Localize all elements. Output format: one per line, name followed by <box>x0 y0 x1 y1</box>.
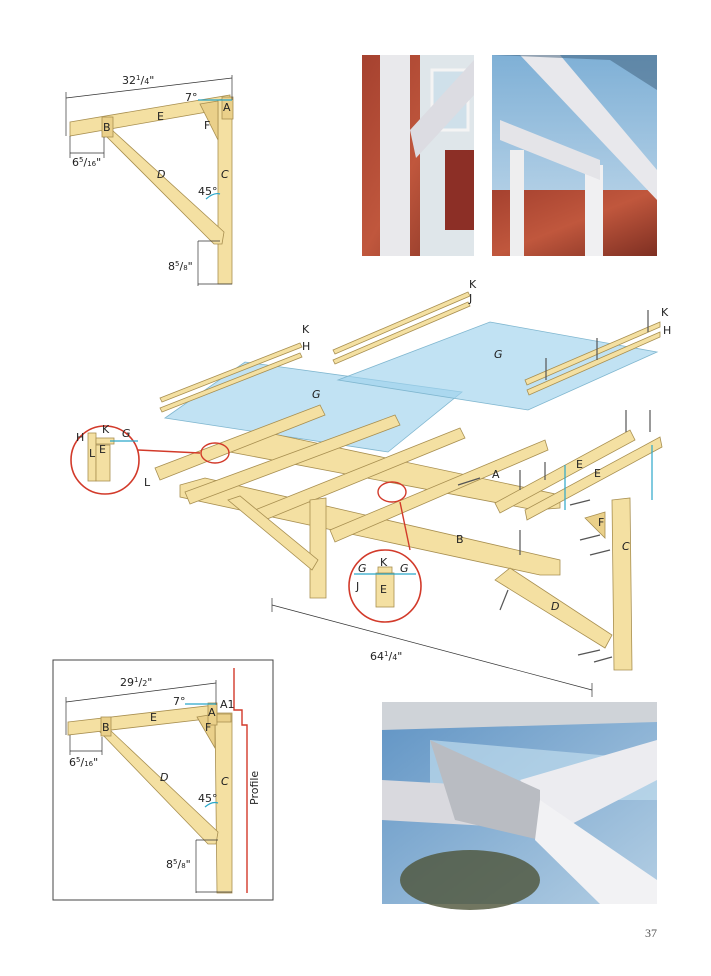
overhang-label: 65/16" <box>72 156 101 169</box>
profile-label: Profile <box>248 771 261 805</box>
label-l: L <box>144 476 151 489</box>
dimension-line <box>65 77 233 99</box>
top-bracket-diagram: 321/4" 65/16" 85/8" 7° 45° A B E F D C <box>65 74 234 286</box>
part-label-c: C <box>221 168 229 181</box>
roof-angle-label: 7° <box>185 91 198 104</box>
brace-d <box>494 567 613 649</box>
overhang-label: 65/16" <box>69 756 98 769</box>
block-a <box>221 96 234 120</box>
roof-angle-label: 7° <box>173 695 186 708</box>
svg-text:G: G <box>400 562 409 575</box>
knee-f <box>584 511 606 539</box>
svg-text:E: E <box>380 583 387 596</box>
overall-length-label: 321/4" <box>122 74 154 87</box>
block-a1 <box>216 713 232 723</box>
part-label-a1: A1 <box>220 698 235 711</box>
part-label-a: A <box>208 706 216 719</box>
svg-text:J: J <box>355 580 359 593</box>
brace-angle-label: 45° <box>198 185 218 198</box>
part-label-b: B <box>103 121 111 134</box>
photo-bracket-closeup <box>362 55 474 256</box>
part-label-f: F <box>204 119 210 132</box>
span-dimension-line <box>271 604 593 691</box>
knee-f <box>199 100 219 141</box>
photo-glass-roof-corner <box>492 55 657 256</box>
label-k: K <box>302 323 310 336</box>
front-beam-l <box>154 404 326 481</box>
label-k: K <box>469 278 477 291</box>
part-label-e: E <box>157 110 164 123</box>
post-c <box>217 97 233 285</box>
svg-text:K: K <box>102 423 110 436</box>
label-e: E <box>594 467 601 480</box>
label-a: A <box>492 468 500 481</box>
label-d: D <box>551 600 559 613</box>
label-b: B <box>456 533 464 546</box>
svg-text:G: G <box>122 427 131 440</box>
foot-length-label: 85/8" <box>168 260 193 273</box>
label-h: H <box>663 324 671 337</box>
svg-text:E: E <box>99 443 106 456</box>
label-j: J <box>468 292 472 305</box>
part-label-a: A <box>223 101 231 114</box>
block-b <box>100 716 112 737</box>
part-label-d: D <box>160 771 168 784</box>
wall-profile-line <box>233 668 248 893</box>
label-e: E <box>576 458 583 471</box>
post-c <box>611 497 633 671</box>
label-g: G <box>312 388 321 401</box>
overall-length-label: 291/2" <box>120 676 152 689</box>
part-label-b: B <box>102 721 110 734</box>
label-g: G <box>494 348 503 361</box>
exploded-assembly-diagram: H K G L E G K G J E K J K H K H G G A B … <box>70 278 671 697</box>
label-h: H <box>302 340 310 353</box>
part-label-c: C <box>221 775 229 788</box>
part-label-f: F <box>205 721 211 734</box>
post <box>309 497 327 599</box>
bottom-bracket-diagram: 291/2" 65/16" 85/8" 7° 45° A A1 B E F D … <box>52 659 274 901</box>
photo-underside-view <box>382 702 657 910</box>
foot-length-label: 85/8" <box>166 858 191 871</box>
brace <box>227 495 319 571</box>
label-k: K <box>661 306 669 319</box>
span-length-label: 641/4" <box>370 650 402 663</box>
strips-kj-middle <box>332 291 471 365</box>
brace-angle-label: 45° <box>198 792 218 805</box>
part-label-d: D <box>157 168 165 181</box>
svg-text:H: H <box>76 431 84 444</box>
svg-text:G: G <box>358 562 367 575</box>
glass-panel-right <box>336 321 659 411</box>
rafter <box>329 439 549 543</box>
screws <box>457 310 651 663</box>
svg-text:L: L <box>89 447 96 460</box>
rafter <box>184 414 401 505</box>
detail-left: H K G L E <box>70 423 140 495</box>
label-c: C <box>622 540 630 553</box>
strips-kh-right <box>524 321 661 396</box>
part-label-e: E <box>150 711 157 724</box>
rafter-e <box>524 436 663 521</box>
block-b <box>101 116 114 138</box>
strips-kh-left <box>159 342 303 413</box>
angle-marker <box>205 192 221 200</box>
label-f: F <box>598 516 604 529</box>
page-number: 37 <box>645 926 657 940</box>
detail-middle: G K G J E <box>348 549 422 623</box>
svg-text:K: K <box>380 556 388 569</box>
